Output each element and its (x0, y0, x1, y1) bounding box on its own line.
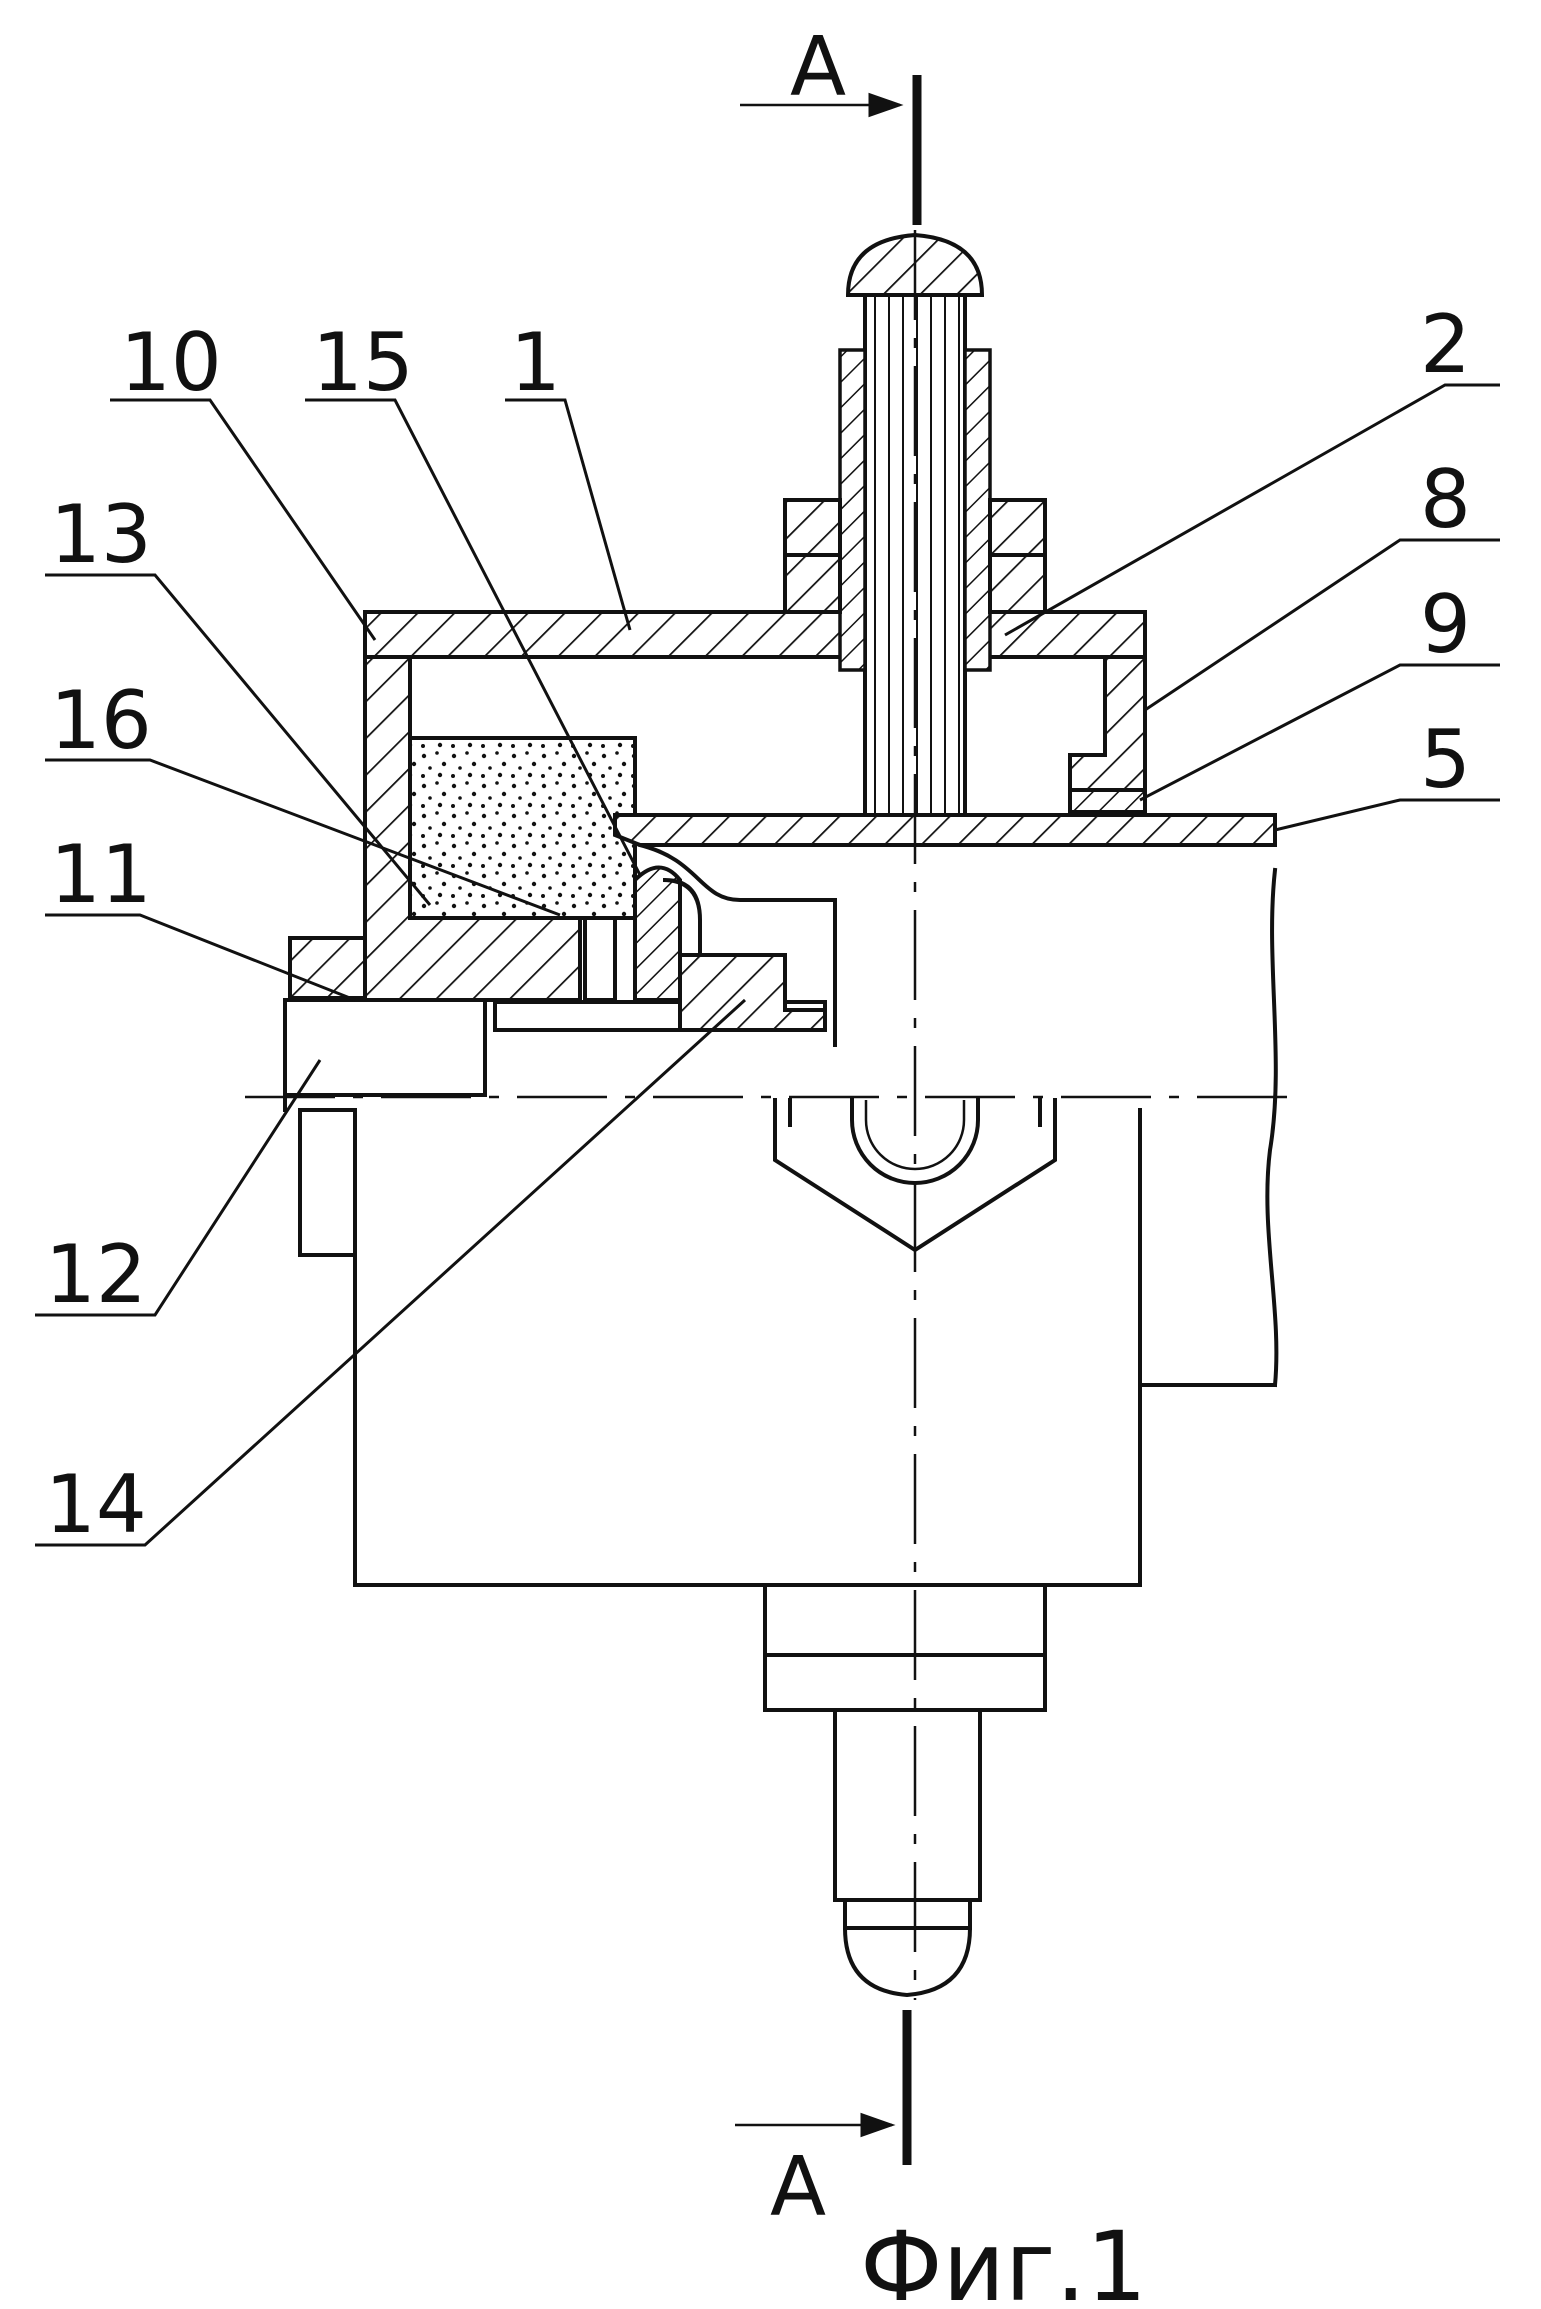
callout-15: 15 (312, 316, 414, 409)
part-14-guide (680, 955, 825, 1030)
callout-10: 10 (120, 316, 222, 409)
callout-9: 9 (1420, 578, 1471, 671)
part-1-cover (365, 612, 1145, 657)
callout-12: 12 (45, 1228, 147, 1321)
callout-13: 13 (50, 488, 152, 581)
part-9-lip (1070, 790, 1145, 812)
callout-2: 2 (1420, 298, 1471, 391)
callout-16: 16 (50, 674, 152, 767)
section-mark-bottom: A (770, 2140, 826, 2235)
bottom-stem (765, 1585, 1045, 1995)
figure-caption: Фиг.1 (860, 2211, 1147, 2309)
callout-11: 11 (50, 828, 152, 921)
callout-14: 14 (45, 1458, 147, 1551)
callout-1: 1 (510, 316, 561, 409)
part-8-wall (1070, 657, 1145, 810)
callout-5: 5 (1420, 713, 1471, 806)
section-mark-top: A (790, 20, 846, 115)
callout-8: 8 (1420, 453, 1471, 546)
part-16-filler (410, 738, 635, 918)
